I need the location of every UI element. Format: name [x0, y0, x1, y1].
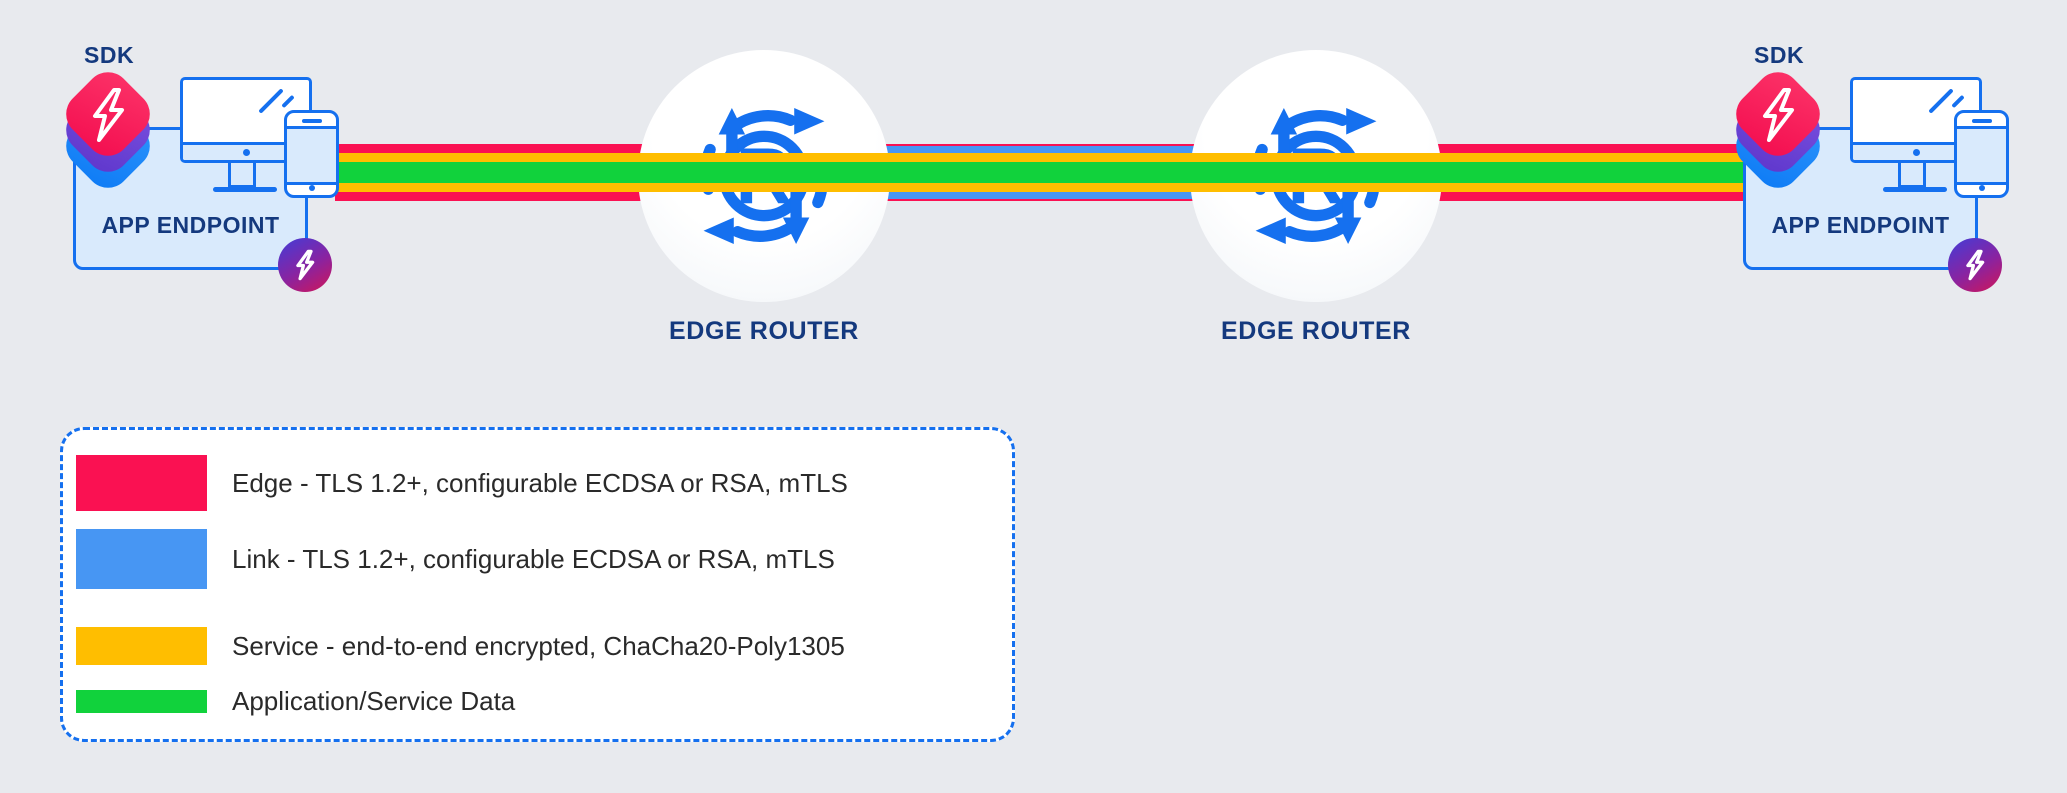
- legend-label-link: Link - TLS 1.2+, configurable ECDSA or R…: [232, 544, 835, 574]
- app-endpoint-left: APP ENDPOINT SDK: [0, 0, 400, 310]
- sdk-label: SDK: [1754, 42, 1805, 68]
- ziti-badge-icon: [278, 238, 332, 292]
- monitor-stand: [228, 160, 256, 188]
- screen-glare: [281, 94, 295, 109]
- legend-swatch-service: [76, 627, 207, 665]
- legend-swatch-link: [76, 529, 207, 589]
- phone-icon: [1954, 110, 2009, 198]
- screen-glare: [1951, 94, 1965, 109]
- monitor-stand-base: [213, 187, 277, 192]
- sdk-label: SDK: [84, 42, 135, 68]
- phone-icon: [284, 110, 339, 198]
- endpoint-title: APP ENDPOINT: [101, 212, 280, 238]
- app-endpoint-right: APP ENDPOINT SDK: [1670, 0, 2067, 310]
- legend-label-data: Application/Service Data: [232, 686, 516, 716]
- screen-glare: [258, 88, 284, 114]
- lightning-bolt-icon: [296, 249, 315, 281]
- monitor-stand: [1898, 160, 1926, 188]
- lightning-bolt-icon: [1763, 88, 1794, 142]
- edge-router-label-right: EDGE ROUTER: [1221, 317, 1411, 345]
- monitor-stand-base: [1883, 187, 1947, 192]
- legend-panel: [60, 427, 1015, 742]
- endpoint-title: APP ENDPOINT: [1771, 212, 1950, 238]
- legend-label-service: Service - end-to-end encrypted, ChaCha20…: [232, 631, 845, 661]
- sdk-layers-icon: [1726, 63, 1830, 197]
- phone-screen: [287, 126, 336, 185]
- monitor-button: [1912, 149, 1920, 156]
- phone-home-button: [308, 185, 315, 191]
- sdk-layers-icon: [56, 63, 160, 197]
- legend-swatch-data: [76, 690, 207, 713]
- screen-glare: [1928, 88, 1954, 114]
- legend-label-edge: Edge - TLS 1.2+, configurable ECDSA or R…: [232, 468, 848, 498]
- ziti-badge-icon: [1948, 238, 2002, 292]
- legend-swatch-edge: [76, 455, 207, 511]
- lightning-bolt-icon: [93, 88, 124, 142]
- monitor-button: [242, 149, 250, 156]
- edge-router-label-left: EDGE ROUTER: [669, 317, 859, 345]
- phone-speaker: [301, 119, 322, 123]
- phone-home-button: [1978, 185, 1985, 191]
- data-band: [335, 162, 1747, 183]
- lightning-bolt-icon: [1966, 249, 1985, 281]
- phone-speaker: [1971, 119, 1992, 123]
- phone-screen: [1957, 126, 2006, 185]
